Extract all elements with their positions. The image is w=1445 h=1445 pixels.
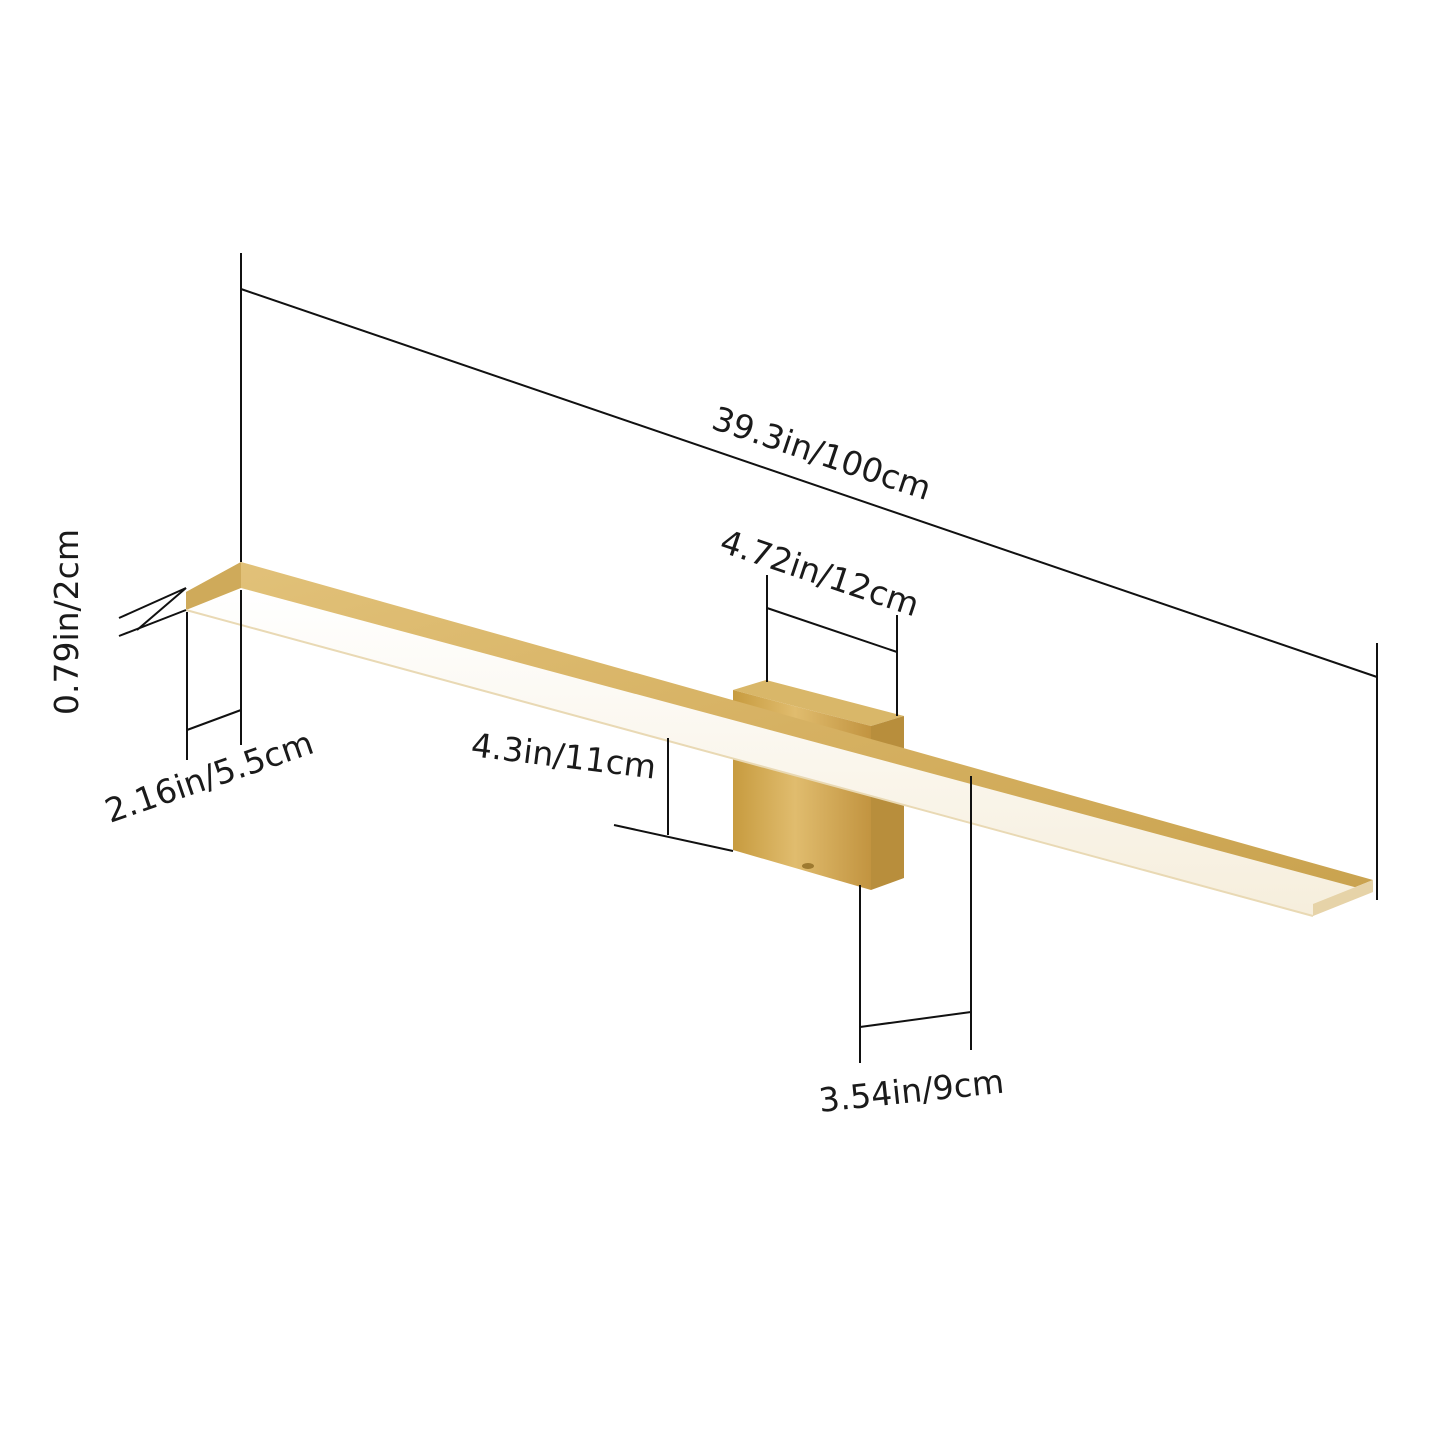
height-extension-bottom <box>118 609 187 637</box>
height-label: 0.79in/2cm <box>47 529 86 715</box>
height-dimension-line <box>136 587 187 631</box>
mount-width-label: 4.72in/12cm <box>715 522 924 625</box>
mount-height-label: 3.54in/9cm <box>817 1062 1006 1120</box>
mount-width-dimension-line <box>766 607 898 653</box>
light-bar-right-end <box>1313 880 1373 916</box>
light-bar <box>185 562 1373 917</box>
length-dimension-line <box>240 288 1378 678</box>
length-label: 39.3in/100cm <box>707 399 936 508</box>
height-extension-top <box>118 587 187 619</box>
mount-block-top <box>733 680 904 726</box>
mount-height-dimension-line <box>859 1011 972 1028</box>
depth-label: 2.16in/5.5cm <box>100 723 318 831</box>
projection-label: 4.3in/11cm <box>469 725 658 786</box>
light-bar-end-cap <box>186 562 241 610</box>
light-bar-diffuser <box>186 588 1373 916</box>
dimension-lines <box>118 253 1378 1063</box>
projection-extension-bottom <box>613 824 734 852</box>
depth-dimension-line <box>186 709 242 731</box>
light-bar-diffuser-edge <box>185 609 1314 917</box>
mount-screw-icon <box>802 863 814 869</box>
